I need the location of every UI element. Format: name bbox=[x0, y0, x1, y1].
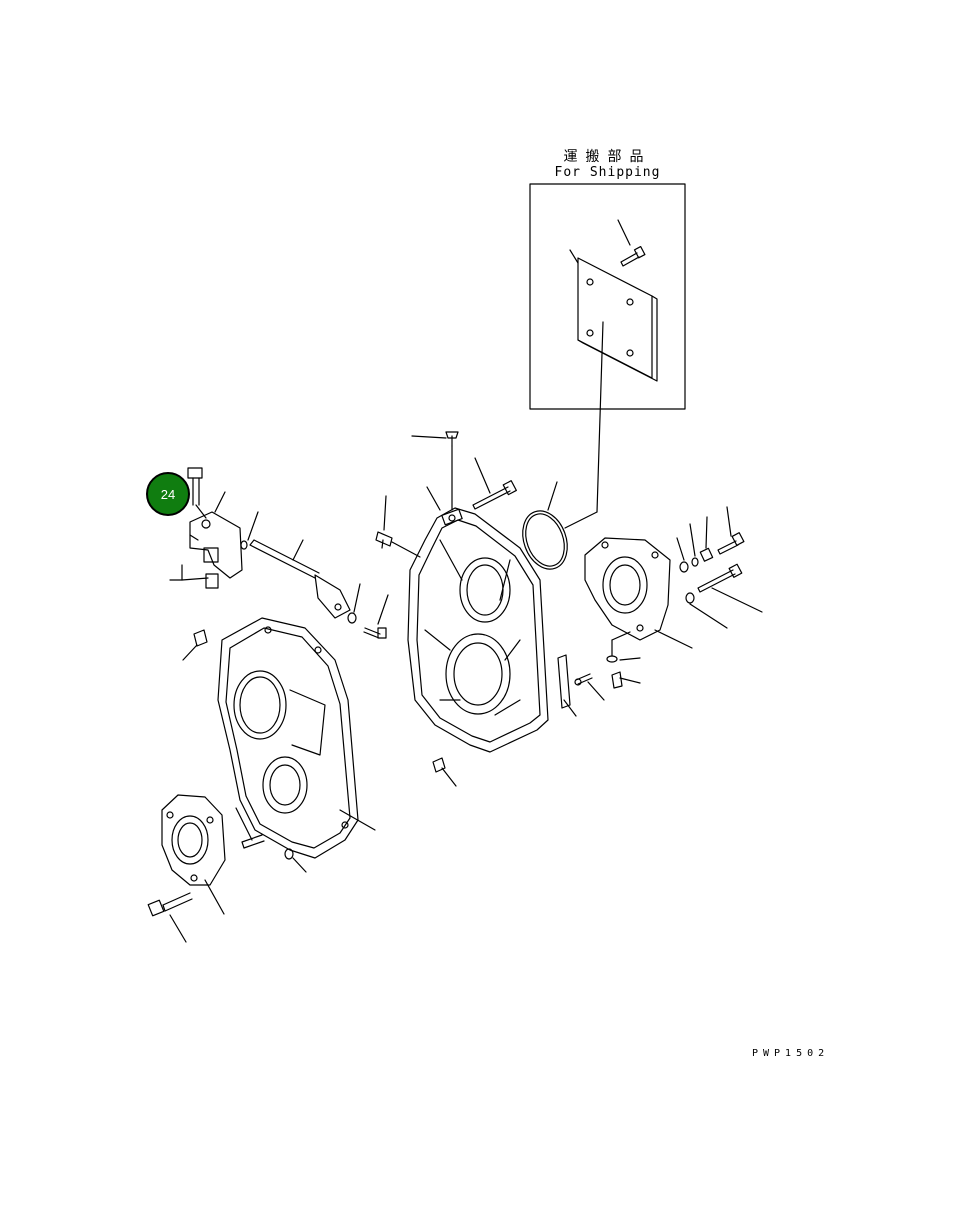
lever-shaft bbox=[240, 511, 389, 639]
sensor-fitting bbox=[375, 495, 421, 558]
drawing-code: PWP1502 bbox=[752, 1048, 830, 1059]
shipping-title-en: For Shipping bbox=[554, 165, 661, 180]
main-gear-case bbox=[407, 431, 549, 753]
shipping-title-jp: 運搬部品 bbox=[563, 149, 652, 165]
shipping-parts-box bbox=[529, 183, 686, 513]
left-cover-case bbox=[217, 617, 376, 859]
bracket-plate bbox=[557, 654, 605, 717]
dowel-pin bbox=[432, 757, 446, 773]
left-bearing-housing bbox=[147, 794, 226, 943]
lever-bracket bbox=[169, 467, 243, 589]
nut-lower bbox=[284, 848, 294, 860]
right-small-parts bbox=[676, 506, 763, 629]
pin-lower bbox=[241, 834, 265, 849]
leader-line bbox=[564, 511, 598, 529]
part-callout-badge[interactable]: 24 bbox=[146, 472, 190, 516]
dowel-left bbox=[193, 629, 208, 647]
o-ring bbox=[522, 510, 568, 570]
right-housing bbox=[584, 537, 693, 689]
